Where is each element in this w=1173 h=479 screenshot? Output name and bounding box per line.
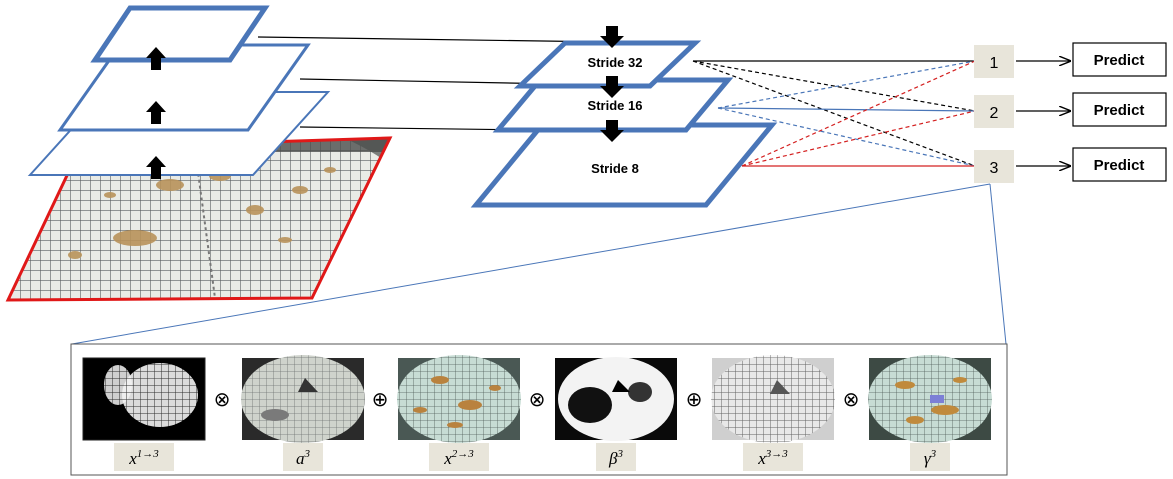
- backbone-layer-2: [57, 43, 311, 132]
- link-16-to-2: [717, 107, 976, 112]
- head-level-1: 1: [974, 45, 1014, 78]
- link-16-to-3: [717, 107, 976, 167]
- thumb-x2to3: [397, 355, 521, 443]
- thumb-x1to3: [82, 357, 206, 441]
- term-label-boxes: [114, 443, 950, 471]
- add-operator: ⊕: [372, 387, 389, 411]
- level-label-1: 1: [990, 55, 999, 72]
- link-8-to-1: [741, 60, 976, 167]
- add-operator: ⊕: [686, 387, 703, 411]
- term-x2to3: x2→3: [443, 448, 474, 468]
- stride-label-32: Stride 32: [588, 55, 643, 70]
- head-level-2: 2: [974, 95, 1014, 128]
- thumb-gamma3: [868, 355, 992, 443]
- predict-box-3: Predict: [1072, 147, 1167, 182]
- down-arrow-icon: [600, 26, 624, 48]
- link-32-to-2: [692, 60, 976, 112]
- predict-box-1: Predict: [1072, 42, 1167, 77]
- term-beta3: β3: [608, 448, 623, 468]
- cross-level-connections: [692, 60, 976, 167]
- multiply-operator: ⊗: [214, 387, 231, 411]
- thumb-a3: [241, 355, 365, 443]
- input-image: [5, 136, 393, 302]
- head-level-3: 3: [974, 150, 1014, 183]
- link-8-to-2: [741, 110, 976, 167]
- level-box-2: [974, 95, 1014, 128]
- predict-label: Predict: [1094, 102, 1145, 119]
- neck-layer-stride8: [470, 122, 778, 208]
- level-label-3: 3: [990, 160, 999, 177]
- down-arrow-icon: [600, 76, 624, 98]
- link-32-to-3: [692, 60, 976, 167]
- thumb-beta3: [555, 357, 677, 441]
- term-x1to3: x1→3: [128, 448, 159, 468]
- multiply-operator: ⊗: [843, 387, 860, 411]
- zoom-lines: [71, 183, 1007, 345]
- level-box-1: [974, 45, 1014, 78]
- predict-box-2: Predict: [1072, 92, 1167, 127]
- up-arrow-icon: [146, 47, 166, 70]
- predict-label: Predict: [1094, 52, 1145, 69]
- backbone-layer-3: [90, 5, 270, 63]
- multiply-operator: ⊗: [529, 387, 546, 411]
- backbone-up-arrows: [146, 47, 166, 179]
- thumb-x3to3: [711, 355, 835, 443]
- stride-label-8: Stride 8: [591, 161, 639, 176]
- level-box-3: [974, 150, 1014, 183]
- neck-down-arrows: [600, 26, 624, 142]
- predict-label: Predict: [1094, 157, 1145, 174]
- fusion-detail-panel: [70, 343, 1008, 476]
- down-arrow-icon: [600, 120, 624, 142]
- up-arrow-icon: [146, 101, 166, 124]
- up-arrow-icon: [146, 156, 166, 179]
- stride-label-16: Stride 16: [588, 98, 643, 113]
- term-x3to3: x3→3: [757, 448, 788, 468]
- backbone-layers: [27, 5, 331, 176]
- term-gamma3: γ3: [924, 448, 937, 468]
- link-16-to-1: [717, 60, 976, 109]
- term-a3: a3: [296, 448, 311, 468]
- level-label-2: 2: [990, 105, 999, 122]
- predict-arrows: [1016, 61, 1070, 166]
